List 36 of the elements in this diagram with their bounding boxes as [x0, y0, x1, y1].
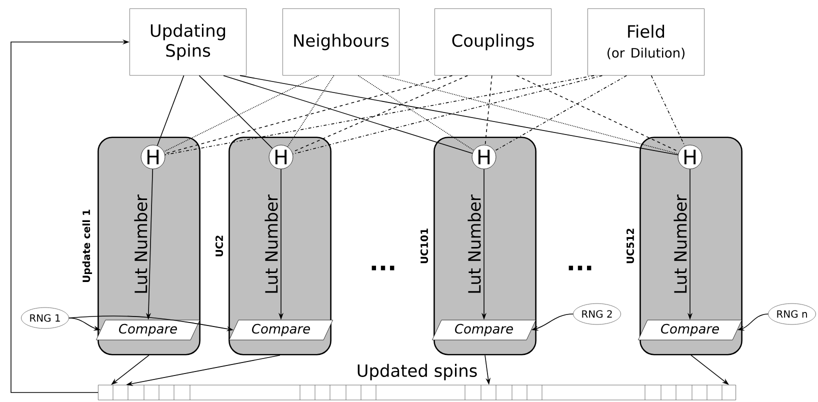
connector-line — [292, 75, 603, 154]
connector-line — [516, 75, 680, 152]
connector-line — [164, 75, 453, 154]
ellipsis: ... — [568, 266, 592, 270]
connector-line — [292, 75, 468, 153]
spin-array: Updated spins — [98, 364, 736, 400]
compare-parallelogram: Compare — [96, 320, 200, 340]
edge-label: Lut Number — [468, 194, 481, 293]
input-box: Couplings — [434, 8, 552, 76]
compare-parallelogram: Compare — [229, 320, 333, 340]
connector-line — [382, 75, 679, 154]
connector-line — [240, 75, 678, 156]
connector-line — [164, 75, 594, 156]
connector-line — [494, 75, 627, 152]
connector-line — [198, 75, 273, 149]
connector-line — [650, 75, 686, 146]
cell-label: UC101 — [420, 228, 428, 264]
cell-label: UC2 — [215, 236, 224, 256]
connector-line — [484, 75, 492, 146]
compare-parallelogram: Compare — [432, 320, 536, 340]
connector-line — [156, 75, 184, 146]
connector-line — [164, 75, 319, 152]
node-label: Updated spins — [358, 364, 477, 380]
input-box: Updating Spins — [130, 8, 246, 76]
compare-parallelogram: Compare — [638, 320, 742, 340]
connector-line — [287, 75, 334, 148]
input-box: Field (or Dilution) — [588, 8, 704, 76]
edge-label: Lut Number — [264, 194, 278, 293]
edge-label: Lut Number — [674, 194, 687, 293]
ellipsis: ... — [372, 266, 394, 270]
cell-label: UC512 — [626, 228, 634, 264]
cell-label: Update cell 1 — [82, 210, 92, 282]
edge-label: Lut Number — [134, 194, 148, 293]
connector-line — [223, 75, 473, 154]
input-box: Neighbours — [282, 8, 400, 76]
connector-line — [358, 75, 474, 151]
